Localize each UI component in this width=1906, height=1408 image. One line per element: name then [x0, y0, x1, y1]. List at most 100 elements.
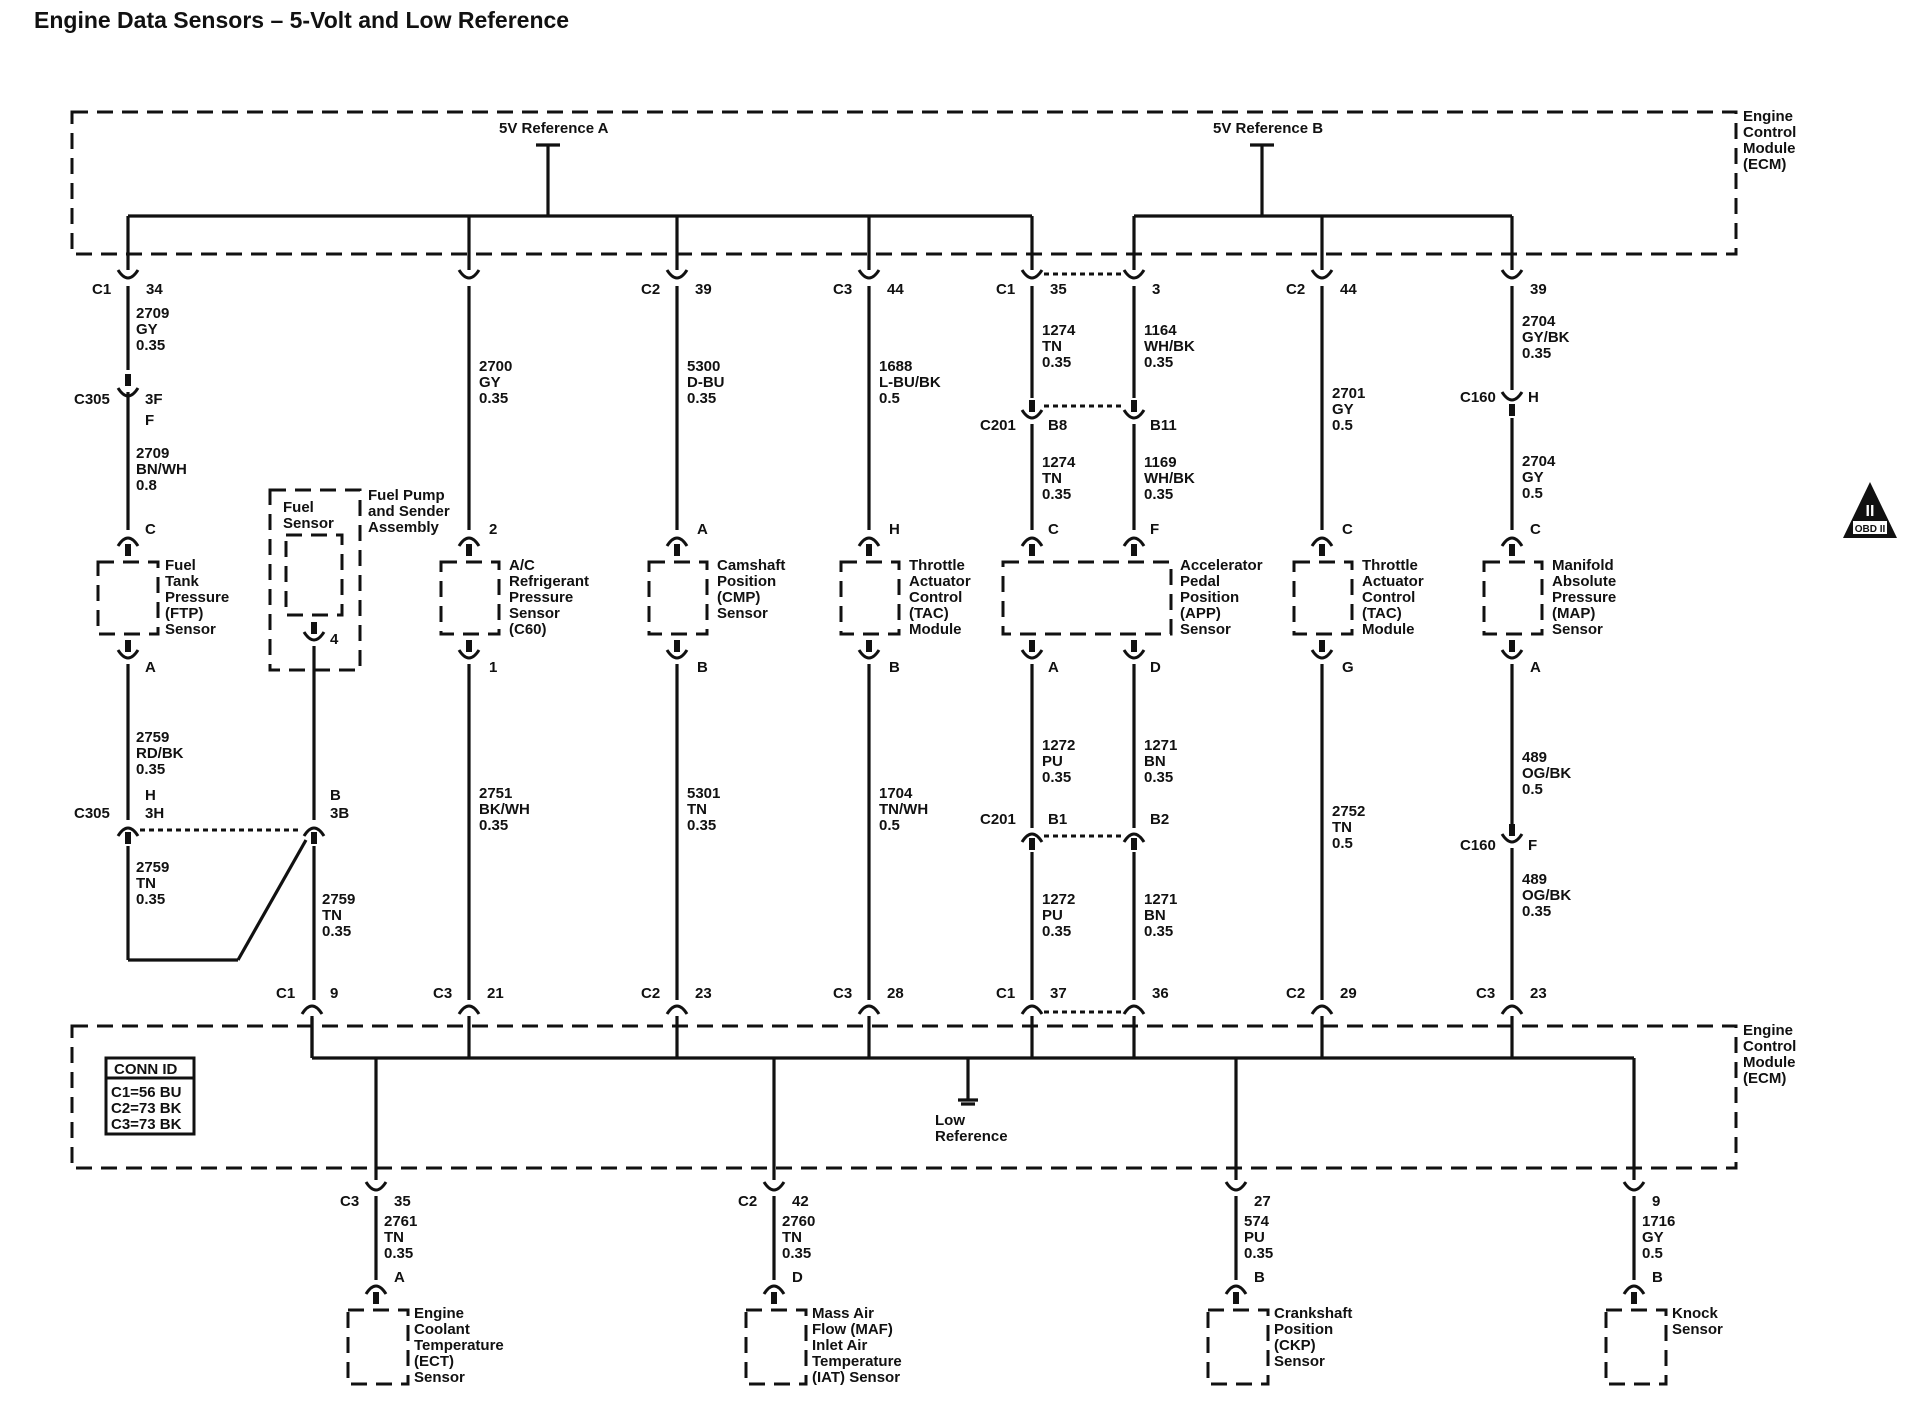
- ac-pin-label: 1: [489, 659, 497, 676]
- c160-label: C160: [1460, 389, 1496, 406]
- cmp-pin-label: B: [697, 659, 708, 676]
- ecm-lower-box: [70, 1024, 1738, 1170]
- ecm-label-line: Engine: [1743, 1022, 1793, 1039]
- map-sensor-label: Sensor: [1552, 621, 1603, 638]
- app-terminal: [1122, 536, 1146, 547]
- ecm-bottom-terminal: [1020, 1004, 1044, 1015]
- map-sensor-label: Pressure: [1552, 589, 1616, 606]
- app-pin-label: A: [1048, 659, 1059, 676]
- ac-sensor-label: Refrigerant: [509, 573, 589, 590]
- ckp-sensor-label: Sensor: [1274, 1353, 1325, 1370]
- ecm-bottom-terminal: [1310, 1004, 1334, 1015]
- c305-pin-label: F: [145, 412, 154, 429]
- c201-terminal: [1020, 409, 1044, 420]
- ect-ecm-pin-label: 35: [394, 1193, 411, 1210]
- ftp-terminal: [116, 649, 140, 660]
- ecm-label-line: (ECM): [1743, 156, 1786, 173]
- ckp-sensor-label: Crankshaft: [1274, 1305, 1352, 1322]
- knock-sensor-label: Sensor: [1672, 1321, 1723, 1338]
- conn-id-title: CONN ID: [114, 1061, 178, 1078]
- c305-pin-label: H: [145, 787, 156, 804]
- c160-pin-label: H: [1528, 389, 1539, 406]
- ftp-terminal: [116, 536, 140, 547]
- fuel-sensor-box: [284, 533, 344, 617]
- cmp-terminal: [665, 536, 689, 547]
- wire-label: 0.35: [1144, 486, 1173, 503]
- ecm-bottom-terminal: [665, 1004, 689, 1015]
- connector-pin: [125, 544, 131, 556]
- ckp-ecm-pin-label: 27: [1254, 1193, 1271, 1210]
- connector-pin: [1131, 544, 1137, 556]
- wire-label: RD/BK: [136, 745, 184, 762]
- app-terminal: [1122, 649, 1146, 660]
- ecm-top-terminal: [1310, 269, 1334, 280]
- wire-label: 0.5: [1332, 417, 1353, 434]
- ect-ecm-terminal: [364, 1181, 388, 1192]
- wire-label: OG/BK: [1522, 765, 1571, 782]
- ecm-pin-label: 9: [330, 985, 338, 1002]
- tac2-sensor-label: Actuator: [1362, 573, 1424, 590]
- wire-label: PU: [1042, 907, 1063, 924]
- wire-label: BN: [1144, 753, 1166, 770]
- tac1-sensor-label: (TAC): [909, 605, 949, 622]
- wire-label: TN: [1042, 338, 1062, 355]
- ckp-ecm-terminal: [1224, 1181, 1248, 1192]
- ecm-bottom-terminal: [300, 1004, 324, 1015]
- ecm-top-terminal: [1020, 269, 1044, 280]
- connector-pin: [771, 1292, 777, 1304]
- ecm-label-line: Control: [1743, 124, 1796, 141]
- c305-pin-label: 3B: [330, 805, 349, 822]
- ecm-label-line: (ECM): [1743, 1070, 1786, 1087]
- ac-sensor-label: Sensor: [509, 605, 560, 622]
- ecm-connector-label: C3: [433, 985, 452, 1002]
- wire-label: 1704: [879, 785, 913, 802]
- wire-label: 0.35: [687, 817, 716, 834]
- map-sensor-label: (MAP): [1552, 605, 1595, 622]
- wire-label: GY: [136, 321, 158, 338]
- ecm-label-line: Control: [1743, 1038, 1796, 1055]
- wire-label: TN: [687, 801, 707, 818]
- connector-pin: [1631, 1292, 1637, 1304]
- wire-label: 0.35: [687, 390, 716, 407]
- tac2-sensor-label: Control: [1362, 589, 1415, 606]
- wire-label: 0.5: [1642, 1245, 1663, 1262]
- app-pin-label: F: [1150, 521, 1159, 538]
- cmp-sensor-label: Position: [717, 573, 776, 590]
- ecm-bottom-terminal: [1500, 1004, 1524, 1015]
- knock-pin-label: B: [1652, 1269, 1663, 1286]
- wire-label: 2751: [479, 785, 512, 802]
- ftp-sensor-box: [96, 560, 160, 636]
- tac2-sensor-label: Throttle: [1362, 557, 1418, 574]
- ecm-pin-label: 23: [1530, 985, 1547, 1002]
- ecm-top-terminal: [1122, 269, 1146, 280]
- obd-ii-icon: OBD II II: [1843, 482, 1897, 538]
- conn-id-line: C3=73 BK: [111, 1116, 182, 1133]
- tac1-pin-label: H: [889, 521, 900, 538]
- connector-pin: [1131, 400, 1137, 412]
- tac1-pin-label: B: [889, 659, 900, 676]
- maf-sensor-label: Flow (MAF): [812, 1321, 893, 1338]
- connector-pin: [866, 640, 872, 652]
- tac2-pin-label: G: [1342, 659, 1354, 676]
- ac-sensor-box: [439, 560, 501, 636]
- ecm-connector-label: C1: [996, 985, 1015, 1002]
- connector-pin: [1029, 400, 1035, 412]
- ftp-sensor-label: (FTP): [165, 605, 203, 622]
- wire-label: GY/BK: [1522, 329, 1570, 346]
- ecm-label-line: Module: [1743, 140, 1796, 157]
- wire-label: 5301: [687, 785, 720, 802]
- wire-label: 0.35: [1144, 354, 1173, 371]
- ac-terminal: [457, 649, 481, 660]
- app-sensor-box: [1001, 560, 1173, 636]
- ect-terminal: [364, 1284, 388, 1295]
- wire-label: WH/BK: [1144, 338, 1195, 355]
- page-title: Engine Data Sensors – 5-Volt and Low Ref…: [34, 7, 569, 33]
- 5v-reference-a-label: 5V Reference A: [499, 120, 609, 137]
- tac1-sensor-label: Module: [909, 621, 962, 638]
- wire-label: 2759: [322, 891, 355, 908]
- map-terminal: [1500, 536, 1524, 547]
- ecm-top-terminal: [457, 269, 481, 280]
- wire-label: 0.5: [879, 390, 900, 407]
- fuel-pump-label: Fuel Pump: [368, 487, 445, 504]
- ac-sensor-label: Pressure: [509, 589, 573, 606]
